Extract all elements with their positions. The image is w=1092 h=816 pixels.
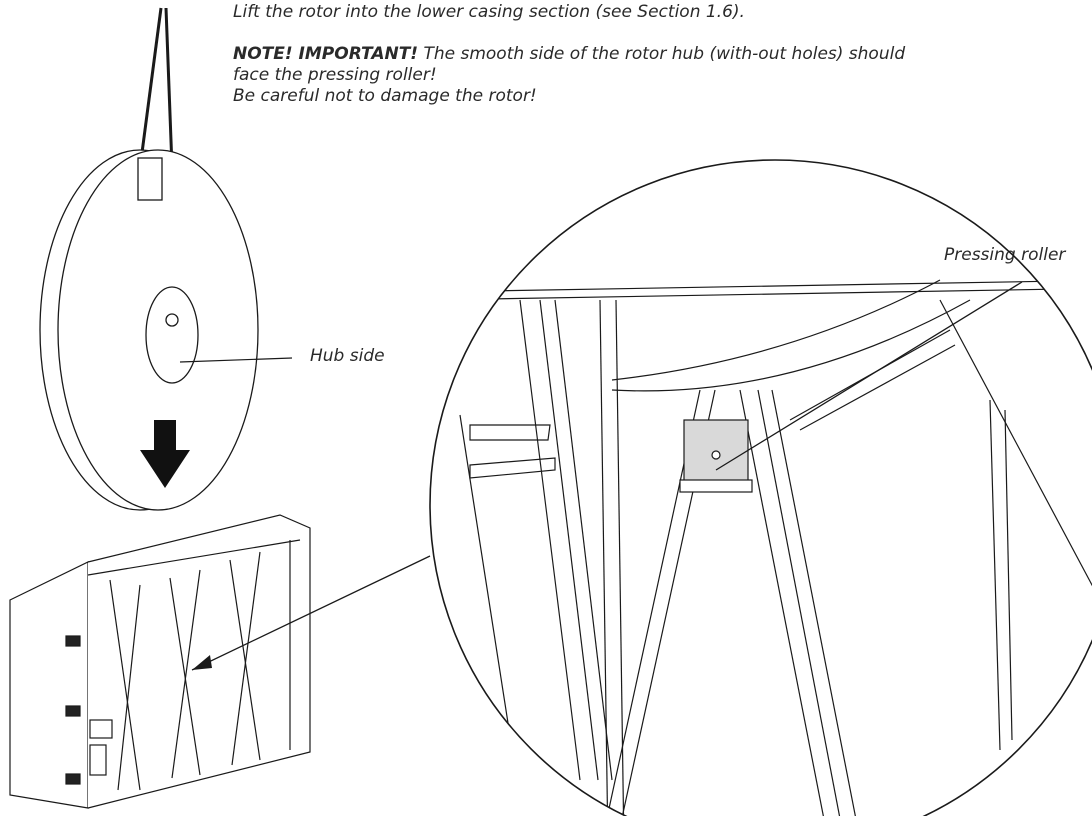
down-arrow-icon: [140, 420, 190, 488]
lower-casing: [9, 514, 311, 809]
detail-pointer-line: [191, 555, 431, 671]
detail-circle: [429, 159, 1092, 816]
note-emphasis: NOTE! IMPORTANT!: [233, 44, 419, 64]
rotor-hub: [145, 286, 199, 384]
important-note: NOTE! IMPORTANT! The smooth side of the …: [233, 44, 913, 107]
hub-side-label: Hub side: [310, 346, 385, 366]
hub-side-leader: [179, 357, 293, 363]
caution-text: Be careful not to damage the rotor!: [233, 86, 537, 106]
rotor-wheel: [39, 149, 259, 511]
instruction-lift-rotor: Lift the rotor into the lower casing sec…: [233, 2, 745, 22]
detail-view: [430, 279, 1092, 816]
pressing-roller-leader: [715, 281, 1023, 471]
pressing-roller-label: Pressing roller: [944, 245, 1066, 265]
note-text: The smooth side of the rotor hub (with-o…: [233, 44, 906, 85]
pointer-arrowhead-icon: [192, 655, 212, 670]
